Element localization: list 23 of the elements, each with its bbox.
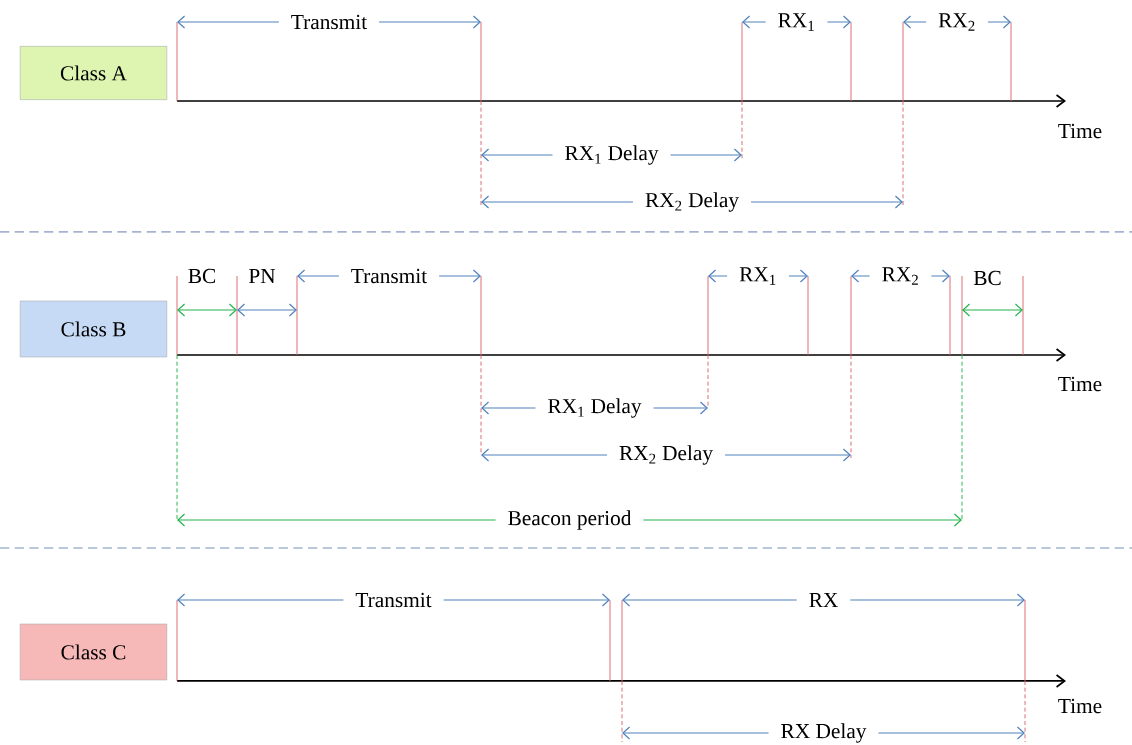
duration-label: BC	[973, 270, 1001, 286]
axis-label: Time	[1058, 123, 1102, 139]
duration-label: RX Delay	[768, 721, 879, 745]
duration-label: Transmit	[278, 13, 380, 31]
axis-label: Time	[1058, 376, 1102, 392]
duration-label: RX$_{1}$ Delay	[552, 143, 671, 167]
duration-label: Beacon period	[495, 509, 644, 531]
duration-label: RX$_{2}$	[869, 265, 932, 287]
axis-label: Time	[1058, 698, 1102, 714]
duration-label: RX$_{2}$ Delay	[607, 443, 726, 467]
duration-label: RX	[796, 591, 851, 609]
class-box: Class B	[19, 300, 168, 358]
duration-label: RX$_{1}$	[765, 11, 828, 33]
duration-label: Transmit	[343, 591, 444, 609]
duration-label: RX$_{2}$	[926, 11, 988, 33]
duration-label: BC	[188, 268, 216, 284]
duration-label: PN	[249, 269, 276, 283]
duration-label: RX$_{1}$	[727, 265, 789, 287]
class-box: Class A	[19, 46, 168, 100]
duration-label: Transmit	[338, 267, 440, 285]
duration-label: RX$_{1}$ Delay	[535, 396, 654, 420]
duration-label: RX$_{2}$ Delay	[633, 190, 752, 214]
class-box: Class C	[19, 623, 168, 681]
